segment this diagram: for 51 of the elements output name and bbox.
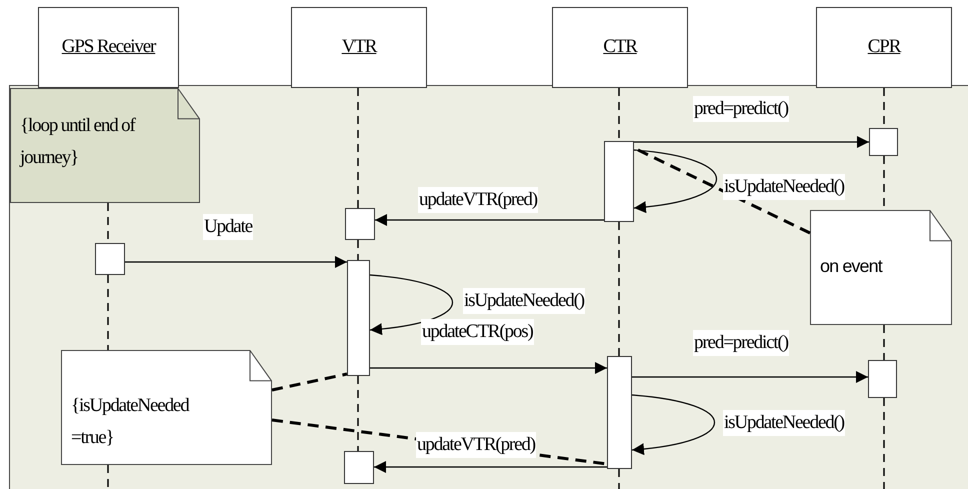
message-label: isUpdateNeeded() bbox=[463, 288, 585, 314]
lifeline bbox=[357, 240, 359, 260]
lifeline bbox=[618, 88, 620, 141]
activation-bar bbox=[345, 208, 375, 240]
message-label: updateVTR(pred) bbox=[416, 432, 536, 458]
note-shape bbox=[61, 350, 272, 465]
activation-bar bbox=[347, 260, 370, 376]
message-label: updateVTR(pred) bbox=[418, 187, 538, 213]
activation-bar bbox=[604, 141, 634, 222]
message-label: updateCTR(pos) bbox=[421, 319, 534, 345]
message-arrow bbox=[632, 371, 868, 383]
object-name: CTR bbox=[603, 35, 637, 60]
lifeline bbox=[107, 275, 109, 350]
note-shape bbox=[10, 88, 200, 203]
lifeline bbox=[618, 469, 620, 489]
activation-bar bbox=[607, 356, 632, 469]
message-arrow bbox=[125, 256, 347, 268]
self-message-arrow bbox=[370, 274, 453, 335]
lifeline-header-box bbox=[38, 7, 179, 88]
lifeline bbox=[883, 398, 885, 489]
lifeline-header-box bbox=[552, 7, 688, 88]
message-arrow bbox=[370, 362, 607, 374]
lifeline bbox=[357, 376, 359, 451]
lifeline bbox=[618, 222, 620, 356]
object-name: CPR bbox=[868, 35, 900, 60]
note-connector bbox=[272, 372, 348, 392]
activation-bar bbox=[868, 360, 897, 398]
message-label: isUpdateNeeded() bbox=[723, 410, 845, 436]
lifeline bbox=[883, 325, 885, 360]
message-label: pred=predict() bbox=[693, 96, 789, 122]
note-text: {isUpdateNeeded =true} bbox=[71, 394, 190, 450]
lifeline-header-box bbox=[816, 7, 952, 88]
message-arrow bbox=[374, 461, 607, 473]
self-message-arrow bbox=[634, 149, 717, 213]
object-name: GPS Receiver bbox=[62, 35, 156, 60]
lifeline bbox=[107, 465, 109, 489]
activation-bar bbox=[95, 243, 125, 275]
lifeline-header-box bbox=[291, 7, 427, 88]
message-label: isUpdateNeeded() bbox=[723, 174, 845, 200]
activation-bar bbox=[869, 128, 898, 156]
message-arrow bbox=[634, 136, 869, 148]
object-name: VTR bbox=[342, 35, 376, 60]
activation-bar bbox=[344, 451, 374, 484]
self-message-arrow bbox=[632, 394, 715, 455]
message-arrow bbox=[375, 214, 604, 226]
note-text: on event bbox=[820, 255, 884, 278]
message-label: pred=predict() bbox=[693, 330, 789, 356]
note-shape bbox=[810, 210, 952, 325]
note-text: {loop until end of journey} bbox=[20, 114, 135, 170]
message-label: Update bbox=[203, 214, 254, 240]
lifeline bbox=[357, 88, 359, 208]
